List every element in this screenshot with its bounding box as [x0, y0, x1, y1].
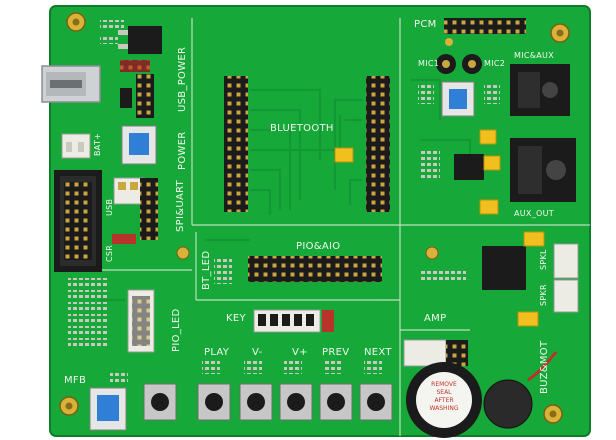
bat-plus-label: BAT+ — [93, 132, 102, 156]
buz-mot-label: BUZ&MOT — [539, 340, 550, 394]
pcm-label: PCM — [414, 19, 437, 30]
play-label: PLAY — [204, 347, 230, 358]
mic-button[interactable] — [441, 81, 475, 117]
pio-aio-header — [248, 256, 382, 282]
prev-button[interactable] — [319, 383, 353, 421]
pio-aio-label: PIO&AIO — [296, 241, 341, 252]
volume-up-button[interactable] — [279, 383, 313, 421]
buzzer-text-line: AFTER — [434, 397, 454, 404]
section-dividers — [60, 18, 590, 436]
mfb-label: MFB — [64, 375, 87, 386]
mounting-holes — [59, 12, 570, 424]
usb-connector — [41, 65, 101, 103]
next-button[interactable] — [359, 383, 393, 421]
spi-header — [54, 170, 102, 272]
tactile-button-mfb2[interactable] — [143, 383, 177, 421]
buzzer-text-line: SEAL — [436, 389, 452, 396]
play-button[interactable] — [197, 383, 231, 421]
mic-aux-jack — [510, 64, 570, 116]
csr-label: CSR — [105, 244, 114, 262]
usb-label: USB — [105, 198, 114, 216]
aux-out-label: AUX_OUT — [514, 209, 554, 218]
pcm-header — [444, 18, 526, 34]
usb-power-label: USB_POWER — [177, 46, 188, 112]
usb-power-jumpers — [120, 60, 154, 118]
amp-jumpers — [403, 339, 468, 367]
regulator-chip — [128, 26, 162, 54]
next-label: NEXT — [364, 347, 392, 358]
bt-led-label: BT_LED — [201, 250, 212, 290]
spi-uart-label: SPI&UART — [175, 179, 186, 232]
buzzer — [406, 362, 482, 438]
speaker-connectors — [420, 231, 579, 327]
spkr-label: SPKR — [539, 284, 548, 306]
v-plus-label: V+ — [292, 347, 308, 358]
amp-label: AMP — [424, 313, 447, 324]
power-button[interactable] — [121, 125, 157, 165]
capacitor — [334, 147, 354, 163]
key-switches[interactable] — [253, 309, 334, 333]
mic1-label: MIC1 — [418, 59, 440, 68]
power-label: POWER — [177, 131, 188, 170]
buzzer-sticker: REMOVE SEAL AFTER WASHING — [420, 381, 468, 413]
buzzer-text-line: WASHING — [429, 405, 459, 412]
mic2-label: MIC2 — [484, 59, 506, 68]
key-label: KEY — [226, 313, 246, 324]
pio-led-array — [68, 278, 155, 353]
vibration-motor — [483, 379, 533, 429]
aux-out-jack — [510, 138, 576, 202]
mfb-button[interactable] — [89, 387, 127, 431]
spkl-label: SPKL — [539, 249, 548, 270]
v-minus-label: V- — [252, 347, 263, 358]
microphones — [436, 54, 482, 74]
volume-down-button[interactable] — [239, 383, 273, 421]
prev-label: PREV — [322, 347, 350, 358]
buzzer-text-line: REMOVE — [431, 381, 457, 388]
pio-led-label: PIO_LED — [171, 308, 182, 352]
bluetooth-headers — [224, 76, 390, 212]
tactile-button-row[interactable] — [143, 383, 393, 421]
spi-uart-jumpers — [112, 177, 158, 244]
audio-components — [420, 129, 501, 215]
bluetooth-label: BLUETOOTH — [270, 123, 334, 134]
mic-aux-label: MIC&AUX — [514, 51, 554, 60]
